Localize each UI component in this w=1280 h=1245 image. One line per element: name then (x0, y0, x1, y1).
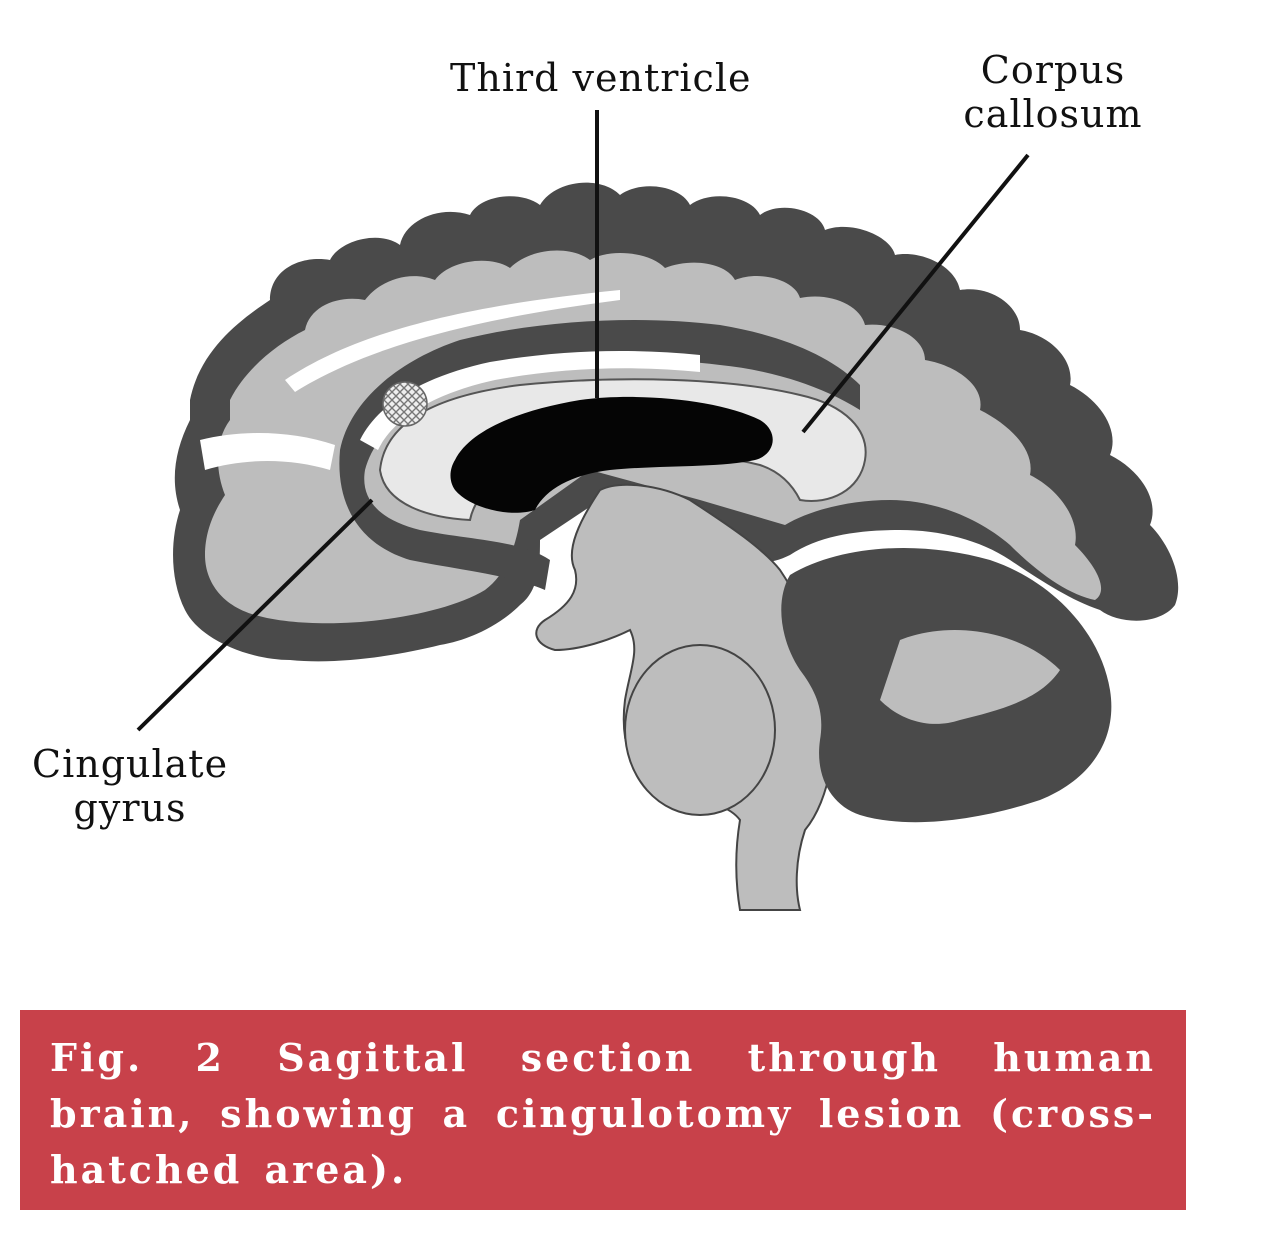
label-third-ventricle: Third ventricle (450, 56, 752, 100)
third-ventricle (450, 396, 773, 513)
cingulate-sulcus (285, 290, 620, 392)
cingulate-gyrus-leader (136, 498, 374, 732)
corpus-callosum-leader (801, 153, 1030, 434)
cingulotomy-lesion (382, 381, 428, 427)
label-cingulate-gyrus-line2: gyrus (73, 786, 187, 830)
label-corpus-callosum-line1: Corpus (980, 48, 1126, 92)
pons (624, 644, 776, 816)
label-corpus-callosum-line2: callosum (963, 92, 1143, 136)
figure-caption-box: Fig. 2 Sagittal section through human br… (20, 1010, 1186, 1210)
brain-sagittal-diagram (136, 110, 1179, 911)
callosal-sulcus (360, 350, 700, 450)
cerebellum-white-matter (880, 630, 1060, 724)
label-cingulate-gyrus: Cingulate gyrus (32, 742, 228, 830)
label-cingulate-gyrus-line1: Cingulate (32, 742, 229, 786)
frontal-cleft (200, 433, 335, 470)
figure-caption: Fig. 2 Sagittal section through human br… (50, 1035, 1156, 1192)
label-corpus-callosum: Corpus callosum (962, 48, 1144, 136)
